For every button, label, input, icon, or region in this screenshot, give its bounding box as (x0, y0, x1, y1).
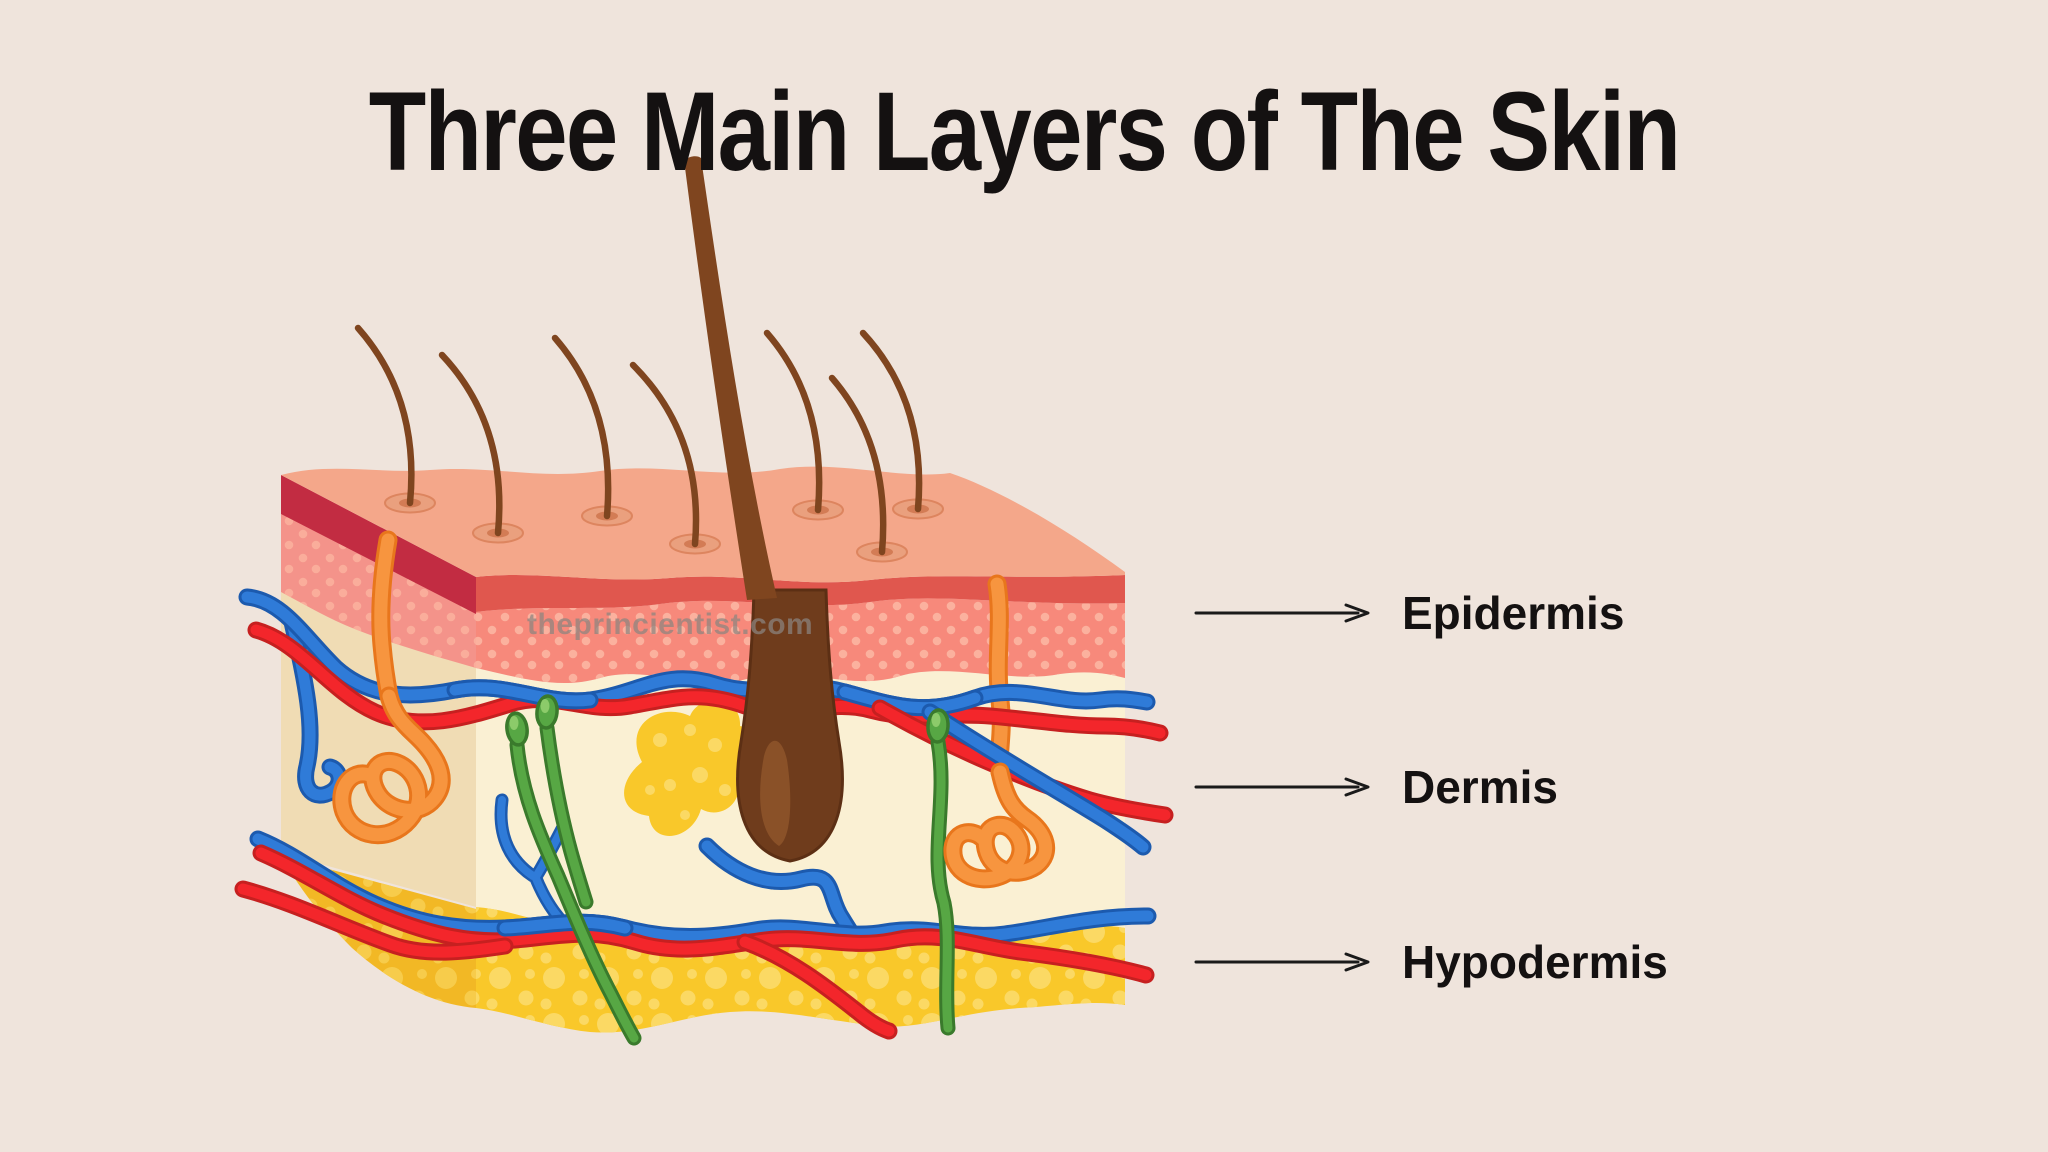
vein-lower-weave (496, 913, 634, 937)
vein-descending-right (921, 703, 1152, 856)
hair (828, 374, 887, 556)
artery-lower-left (234, 880, 514, 961)
hair (629, 361, 700, 548)
nerve-ending (505, 694, 559, 747)
hairs (354, 156, 923, 600)
artery-lower (252, 844, 1155, 984)
hair (763, 329, 823, 514)
page-title: Three Main Layers of The Skin (368, 69, 1681, 194)
hair-follicle (736, 588, 844, 863)
fat-lobule-dots (645, 724, 731, 820)
sweat-gland-right (943, 762, 1055, 889)
nerve-right (926, 708, 956, 1036)
nerve-left (505, 694, 642, 1046)
label-epidermis: Epidermis (1402, 587, 1625, 639)
watermark: theprincientist.com (527, 608, 814, 641)
artery-tail-below (736, 933, 898, 1040)
hair (859, 329, 923, 513)
label-dermis: Dermis (1402, 761, 1558, 813)
sweat-gland-duct-right (987, 574, 1011, 782)
sweat-gland-left (332, 530, 451, 845)
hair (551, 334, 612, 520)
hair (354, 324, 415, 507)
fat-lobule (624, 700, 755, 836)
hair-follicle-bulb-highlight (760, 740, 791, 846)
annotation-arrows (1194, 603, 1370, 972)
label-hypodermis: Hypodermis (1402, 936, 1668, 988)
nerve-ending (926, 708, 950, 744)
vein-upper-weave (446, 679, 984, 717)
arrow-hypodermis (1194, 952, 1370, 972)
vein-upper (238, 588, 1156, 717)
hair (438, 351, 503, 537)
hair-shaft-main (684, 156, 777, 600)
arrow-epidermis (1194, 603, 1370, 623)
arrow-dermis (1194, 777, 1370, 797)
